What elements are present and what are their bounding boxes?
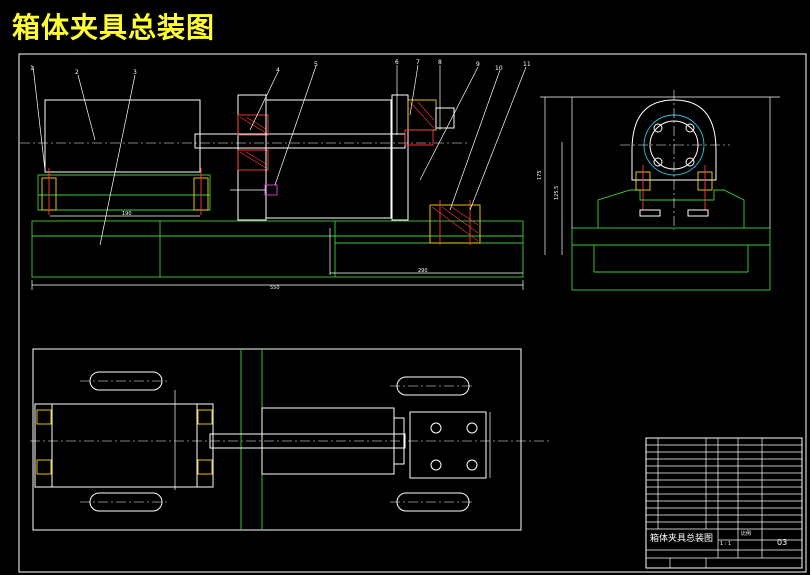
svg-text:290: 290 xyxy=(418,268,428,274)
svg-text:8: 8 xyxy=(438,59,442,66)
title-block-name: 箱体夹具总装图 xyxy=(650,534,714,544)
svg-text:5: 5 xyxy=(314,61,318,68)
svg-text:175: 175 xyxy=(537,170,543,180)
svg-text:9: 9 xyxy=(476,61,480,68)
top-view xyxy=(30,348,550,531)
svg-text:4: 4 xyxy=(276,67,280,74)
title-block-scale-label: 比例 xyxy=(741,531,752,537)
svg-text:2: 2 xyxy=(75,69,79,76)
svg-text:550: 550 xyxy=(270,285,280,291)
svg-text:10: 10 xyxy=(495,65,503,72)
drawing-title: 箱体夹具总装图 xyxy=(12,11,216,44)
svg-text:7: 7 xyxy=(416,59,420,66)
title-block xyxy=(645,437,803,569)
svg-text:6: 6 xyxy=(395,59,399,66)
sheet-border xyxy=(18,53,807,573)
svg-text:1: 1 xyxy=(30,65,34,72)
svg-text:190: 190 xyxy=(122,211,132,217)
title-block-scale: 1 : 1 xyxy=(720,541,732,547)
side-view: 175 125.5 xyxy=(537,90,780,291)
svg-text:3: 3 xyxy=(133,69,137,76)
svg-text:125.5: 125.5 xyxy=(554,186,560,200)
title-block-sheet: 03 xyxy=(777,538,788,547)
front-view: 1 2 3 4 5 6 7 8 9 10 11 550 190 290 xyxy=(20,59,531,291)
svg-text:11: 11 xyxy=(523,61,531,68)
